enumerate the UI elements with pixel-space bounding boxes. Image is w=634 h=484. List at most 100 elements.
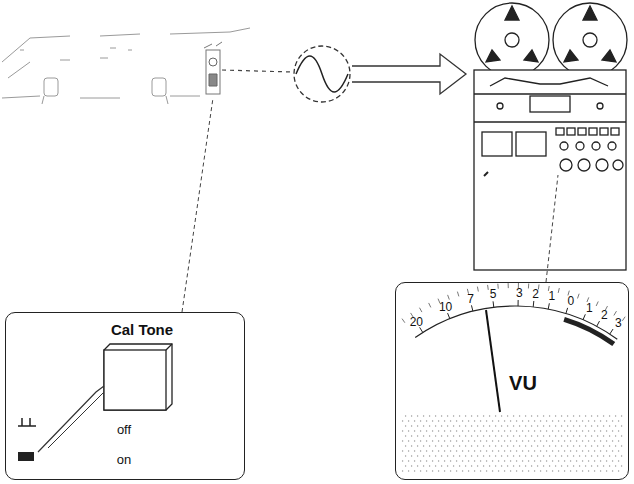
- stipple: [480, 450, 481, 451]
- outer-tick: [402, 319, 405, 323]
- stipple: [504, 420, 505, 421]
- stipple: [531, 465, 532, 466]
- stipple: [540, 450, 541, 451]
- stipple: [444, 450, 445, 451]
- stipple: [462, 420, 463, 421]
- stipple: [528, 460, 529, 461]
- stipple: [483, 455, 484, 456]
- stipple: [549, 455, 550, 456]
- stipple: [588, 420, 589, 421]
- stipple: [423, 435, 424, 436]
- stipple: [597, 455, 598, 456]
- stipple: [402, 440, 403, 441]
- stipple: [573, 445, 574, 446]
- stipple: [618, 450, 619, 451]
- scale-number: 7: [467, 293, 474, 305]
- stipple: [612, 460, 613, 461]
- stipple: [588, 440, 589, 441]
- stipple: [423, 445, 424, 446]
- stipple: [537, 445, 538, 446]
- stipple: [522, 420, 523, 421]
- stipple: [504, 470, 505, 471]
- cal-tone-switch: [104, 344, 172, 410]
- stipple: [447, 415, 448, 416]
- stipple: [552, 430, 553, 431]
- stipple: [411, 455, 412, 456]
- stipple: [423, 425, 424, 426]
- stipple: [405, 415, 406, 416]
- stipple: [438, 440, 439, 441]
- stipple: [471, 445, 472, 446]
- stipple: [408, 430, 409, 431]
- stipple: [507, 465, 508, 466]
- stipple: [525, 415, 526, 416]
- stipple: [450, 430, 451, 431]
- stipple: [537, 435, 538, 436]
- stipple: [435, 465, 436, 466]
- stipple: [597, 445, 598, 446]
- switch-title: Cal Tone: [111, 322, 173, 337]
- stipple: [606, 460, 607, 461]
- stipple: [543, 415, 544, 416]
- stipple: [441, 465, 442, 466]
- stipple: [603, 435, 604, 436]
- stipple: [414, 420, 415, 421]
- stipple: [480, 440, 481, 441]
- scale-tick: [448, 313, 450, 319]
- scale-number: 10: [439, 301, 452, 313]
- stipple: [582, 470, 583, 471]
- stipple: [606, 470, 607, 471]
- stipple: [528, 440, 529, 441]
- stipple: [531, 435, 532, 436]
- stipple: [603, 445, 604, 446]
- stipple: [567, 465, 568, 466]
- stipple: [573, 415, 574, 416]
- stipple: [525, 435, 526, 436]
- stipple: [615, 445, 616, 446]
- stipple: [480, 470, 481, 471]
- stipple: [618, 430, 619, 431]
- stipple: [465, 425, 466, 426]
- switch-position: on: [117, 453, 131, 466]
- stipple: [570, 440, 571, 441]
- stipple: [585, 445, 586, 446]
- stipple: [408, 460, 409, 461]
- stipple: [561, 455, 562, 456]
- stipple: [513, 445, 514, 446]
- stipple: [459, 435, 460, 436]
- stipple: [477, 435, 478, 436]
- stipple: [492, 450, 493, 451]
- stipple: [426, 450, 427, 451]
- cal-tone-callout: Cal Toneoffon: [5, 312, 245, 480]
- stipple: [567, 415, 568, 416]
- stipple: [546, 440, 547, 441]
- outer-tick: [448, 295, 450, 300]
- stipple: [582, 440, 583, 441]
- stipple: [417, 455, 418, 456]
- stipple: [531, 425, 532, 426]
- stipple: [519, 415, 520, 416]
- stipple: [600, 450, 601, 451]
- stipple: [513, 455, 514, 456]
- stipple: [540, 460, 541, 461]
- stipple: [432, 440, 433, 441]
- stipple: [615, 415, 616, 416]
- stipple: [549, 425, 550, 426]
- stipple: [552, 450, 553, 451]
- outer-tick: [578, 294, 580, 299]
- switch-symbols: [18, 418, 36, 461]
- stipple: [621, 415, 622, 416]
- stipple: [522, 470, 523, 471]
- stipple: [594, 430, 595, 431]
- stipple: [507, 455, 508, 456]
- stipple: [591, 465, 592, 466]
- vu-meter-callout: 2010753210123VU: [395, 282, 629, 480]
- stipple: [612, 430, 613, 431]
- stipple: [603, 455, 604, 456]
- stipple: [585, 415, 586, 416]
- stipple: [462, 460, 463, 461]
- stipple: [432, 470, 433, 471]
- stipple: [441, 455, 442, 456]
- stipple: [489, 455, 490, 456]
- stipple: [621, 425, 622, 426]
